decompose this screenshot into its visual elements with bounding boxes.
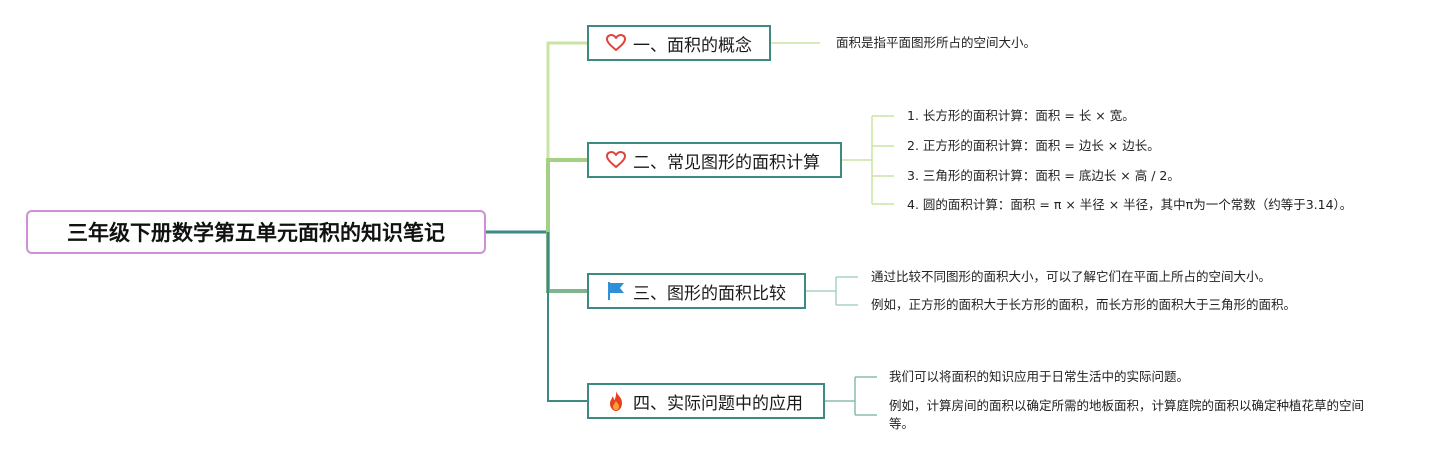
leaf-circle-area: 4. 圆的面积计算：面积 = π × 半径 × 半径，其中π为一个常数（约等于3…: [907, 197, 1353, 212]
connector-leaf-2-group: [842, 116, 873, 204]
root-topic[interactable]: 三年级下册数学第五单元面积的知识笔记: [26, 210, 486, 254]
connector-branch-2: [546, 158, 587, 232]
leaf-triangle-area: 3. 三角形的面积计算：面积 = 底边长 × 高 / 2。: [907, 168, 1180, 183]
leaf-concept-definition: 面积是指平面图形所占的空间大小。: [836, 35, 1037, 50]
flag-icon: [605, 280, 627, 302]
leaf-application-1: 我们可以将面积的知识应用于日常生活中的实际问题。: [889, 369, 1190, 384]
heart-icon: [605, 32, 627, 54]
leaf-square-area: 2. 正方形的面积计算：面积 = 边长 × 边长。: [907, 138, 1160, 153]
branch-topic-1[interactable]: 一、面积的概念: [587, 25, 771, 61]
connector-branch-1: [546, 41, 587, 232]
connector-branch-4: [547, 232, 587, 402]
heart-icon: [605, 149, 627, 171]
branch-label-1: 一、面积的概念: [633, 35, 752, 56]
branch-topic-4[interactable]: 四、实际问题中的应用: [587, 383, 825, 419]
leaf-comparison-1: 通过比较不同图形的面积大小，可以了解它们在平面上所占的空间大小。: [871, 269, 1272, 284]
fire-icon: [605, 390, 627, 412]
branch-topic-2[interactable]: 二、常见图形的面积计算: [587, 142, 842, 178]
branch-label-2: 二、常见图形的面积计算: [633, 152, 820, 173]
branch-label-3: 三、图形的面积比较: [633, 283, 786, 304]
leaf-application-2: 例如，计算房间的面积以确定所需的地板面积，计算庭院的面积以确定种植花草的空间等。: [889, 398, 1365, 431]
branch-topic-3[interactable]: 三、图形的面积比较: [587, 273, 806, 309]
leaf-comparison-2: 例如，正方形的面积大于长方形的面积，而长方形的面积大于三角形的面积。: [871, 297, 1297, 312]
connector-leaf-3-group: [806, 277, 837, 305]
leaf-rectangle-area: 1. 长方形的面积计算：面积 = 长 × 宽。: [907, 108, 1135, 123]
root-title: 三年级下册数学第五单元面积的知识笔记: [67, 221, 445, 245]
branch-label-4: 四、实际问题中的应用: [633, 393, 803, 414]
connector-branch-3: [546, 232, 587, 293]
connector-leaf-4-group: [825, 377, 856, 415]
